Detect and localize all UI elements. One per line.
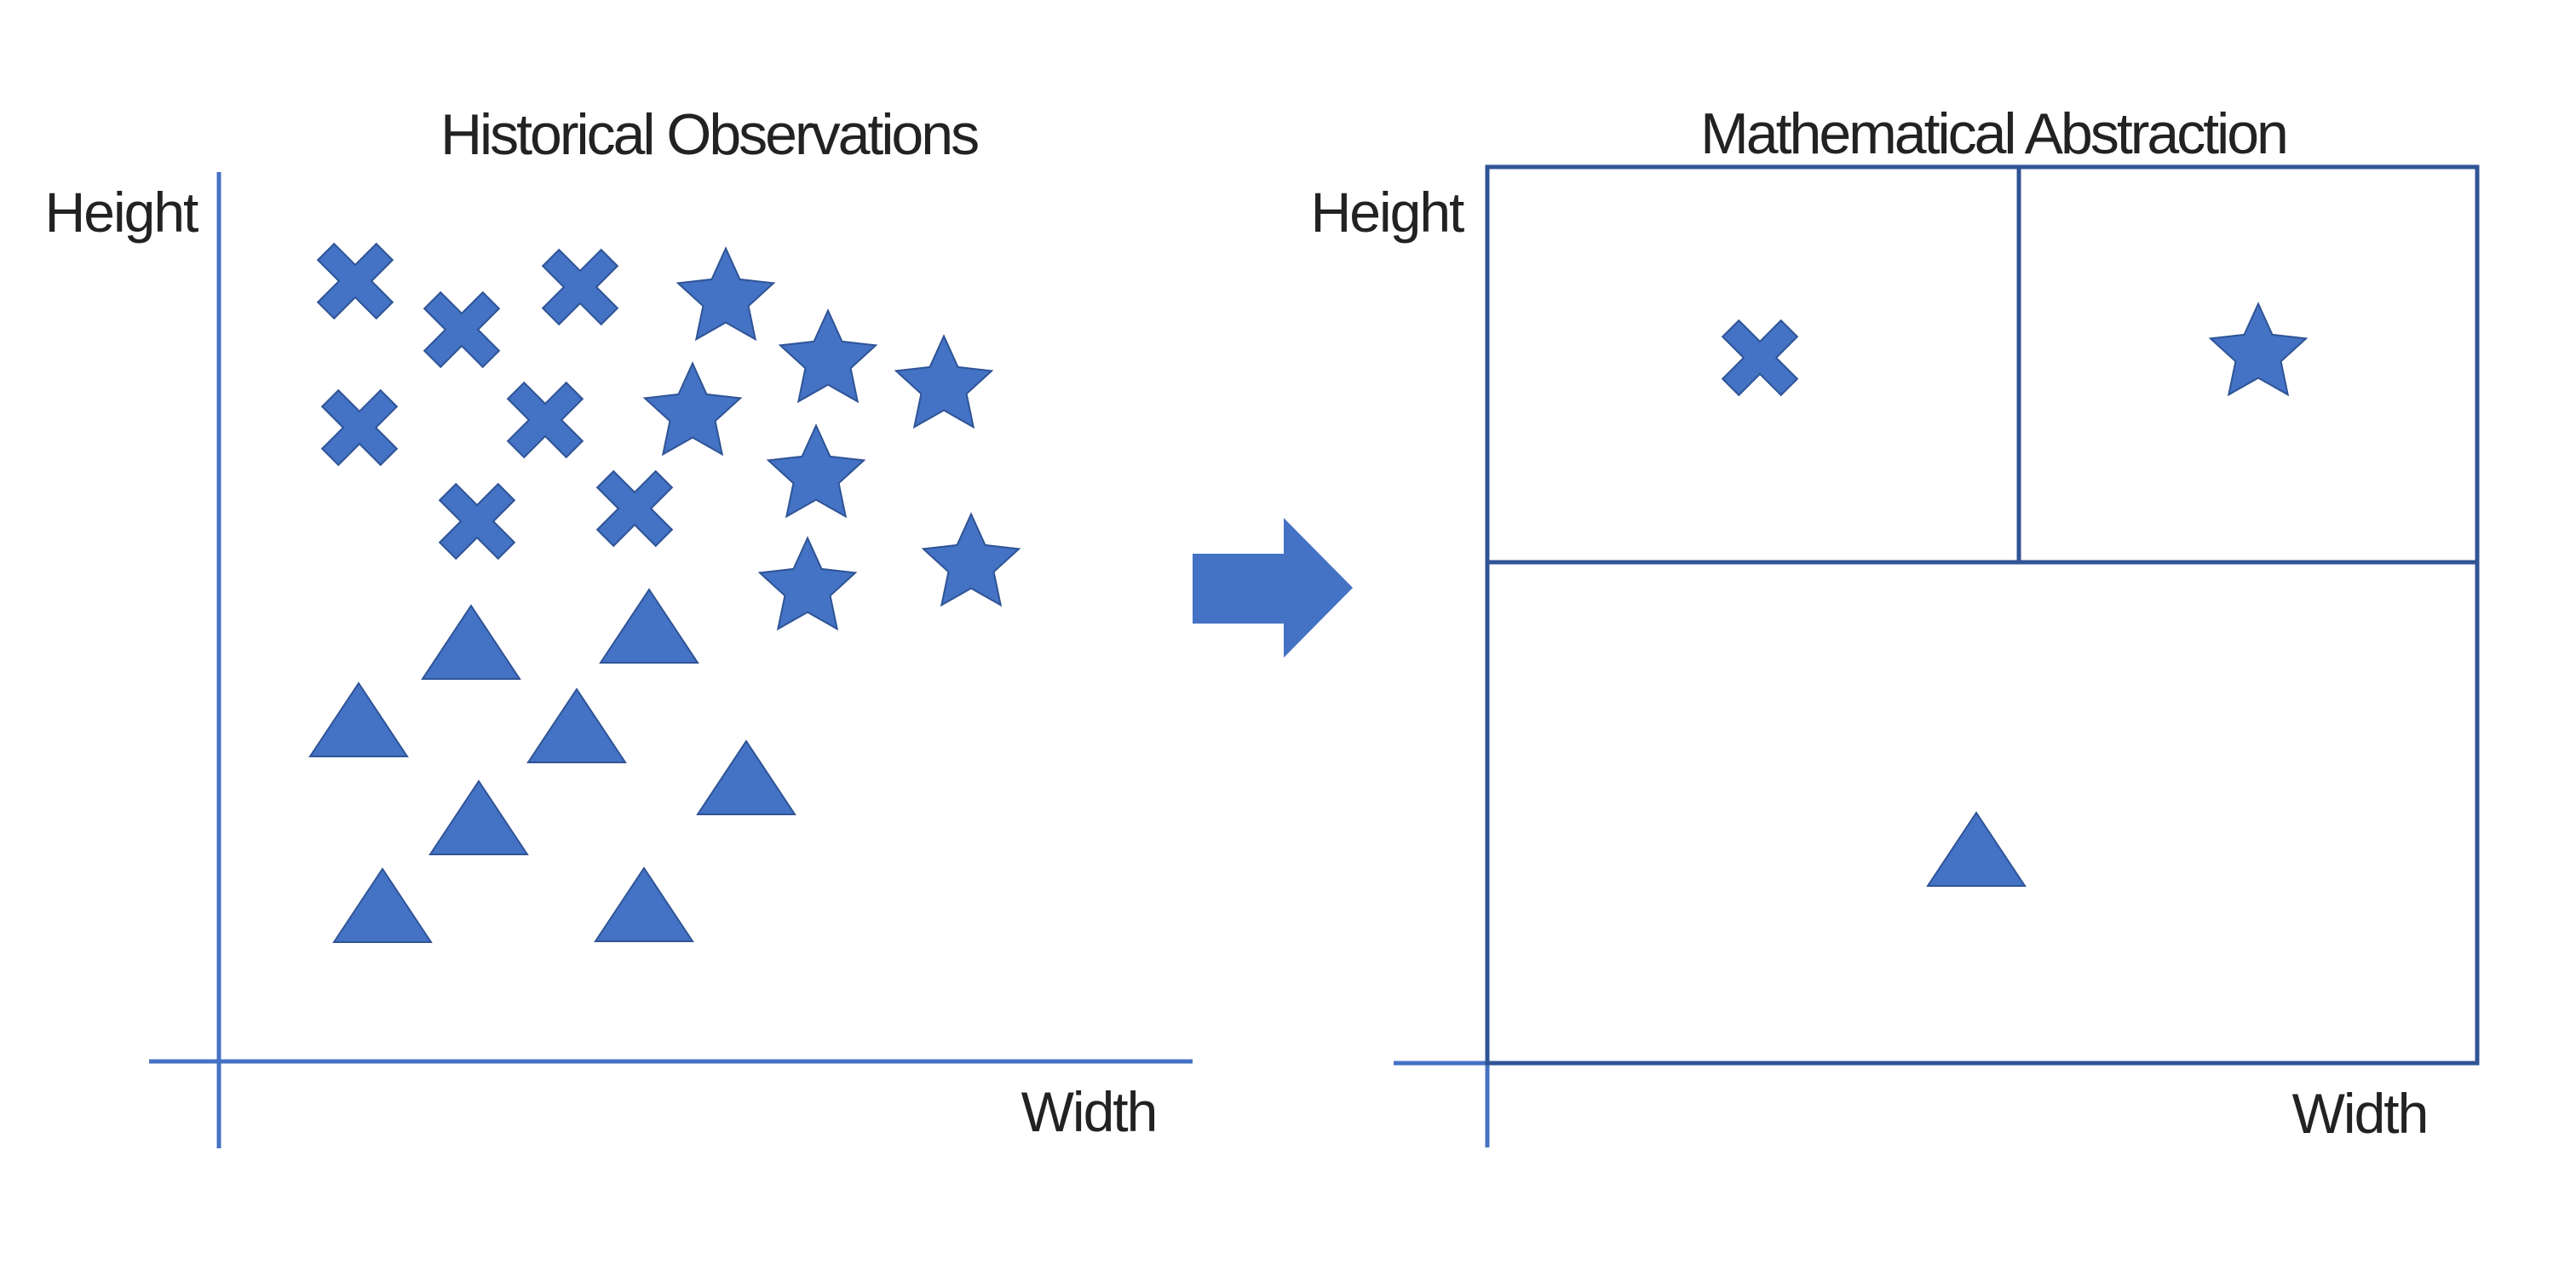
- cross-marker: [1700, 298, 1820, 417]
- left-x-axis-label: Width: [1021, 1080, 1157, 1143]
- star-marker: [894, 335, 993, 428]
- left-chart-markers: [296, 221, 1021, 943]
- star-marker: [767, 424, 865, 518]
- triangle-marker: [600, 589, 699, 664]
- left-y-axis-label: Height: [45, 181, 198, 244]
- cross-marker: [520, 227, 640, 347]
- right-chart: Mathematical Abstraction Height Width: [1311, 101, 2480, 1147]
- triangle-marker: [429, 780, 528, 855]
- star-marker: [779, 309, 877, 403]
- abstraction-box: [1485, 164, 2480, 1066]
- cross-marker: [486, 360, 605, 480]
- cross-marker: [417, 462, 537, 581]
- triangle-marker: [595, 867, 693, 942]
- cross-marker: [296, 221, 415, 341]
- star-marker: [643, 362, 742, 456]
- right-chart-title: Mathematical Abstraction: [1700, 101, 2286, 166]
- star-marker: [922, 513, 1021, 607]
- triangle-marker: [333, 868, 432, 943]
- left-chart: Historical Observations Height Width: [45, 102, 1193, 1148]
- right-arrow-icon: [1193, 518, 1353, 658]
- right-x-axis-label: Width: [2292, 1082, 2428, 1145]
- star-marker: [758, 537, 857, 630]
- cross-marker: [300, 368, 419, 487]
- triangle-marker: [309, 682, 408, 757]
- left-chart-title: Historical Observations: [440, 102, 978, 167]
- star-marker: [676, 247, 775, 341]
- triangle-marker: [697, 740, 796, 815]
- right-chart-markers: [1700, 298, 2308, 887]
- cross-marker: [402, 270, 521, 389]
- cross-marker: [575, 449, 694, 568]
- right-y-axis-label: Height: [1311, 181, 1464, 244]
- triangle-marker: [422, 605, 520, 680]
- star-marker: [2209, 302, 2308, 396]
- triangle-marker: [527, 688, 626, 763]
- triangle-marker: [1927, 812, 2026, 887]
